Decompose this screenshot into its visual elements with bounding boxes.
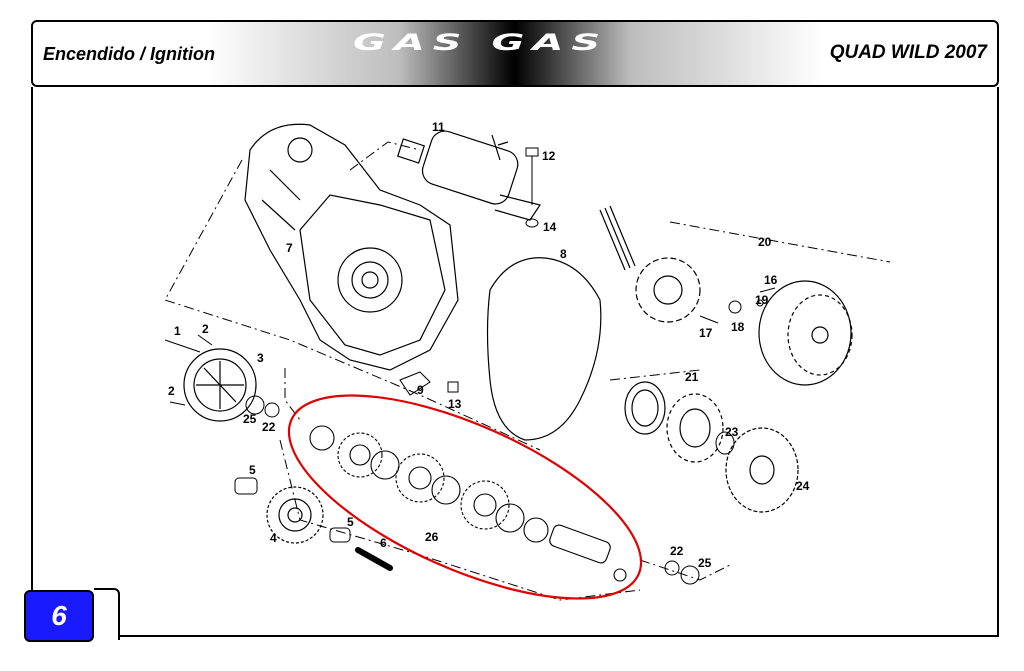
part-25-bearing-left bbox=[245, 395, 265, 415]
label-part-26: 26 bbox=[425, 530, 439, 544]
label-part-9: 9 bbox=[417, 383, 424, 397]
model-title: QUAD WILD 2007 bbox=[829, 42, 987, 63]
frame-corner bbox=[94, 588, 120, 640]
part-4-gear bbox=[266, 486, 324, 544]
diagram-frame bbox=[31, 87, 999, 637]
part-5-bearing-bottom bbox=[329, 527, 351, 543]
part-16-bolt bbox=[759, 287, 776, 293]
part-24-gear bbox=[725, 427, 799, 513]
label-part-13: 13 bbox=[448, 397, 462, 411]
label-part-2-bottom: 2 bbox=[168, 384, 175, 398]
label-part-22-left: 22 bbox=[262, 420, 276, 434]
label-part-4: 4 bbox=[270, 531, 277, 545]
part-22-washer-left bbox=[264, 402, 280, 418]
label-part-21: 21 bbox=[685, 370, 699, 384]
part-2-bolt-top bbox=[197, 334, 213, 346]
part-25-bearing-right bbox=[680, 565, 700, 585]
part-19-key bbox=[756, 299, 764, 307]
part-8-gasket bbox=[486, 257, 602, 441]
part-11-starter-motor bbox=[397, 130, 541, 221]
section-title: Encendido / Ignition bbox=[43, 44, 215, 64]
label-part-12: 12 bbox=[542, 149, 556, 163]
part-7-crankcase-cover bbox=[244, 123, 459, 371]
header-bar: Encendido / Ignition GAS GAS QUAD WILD 2… bbox=[31, 20, 999, 87]
part-21-starter-clutch bbox=[624, 381, 724, 463]
page-number: 6 bbox=[51, 600, 67, 631]
label-part-5-bottom: 5 bbox=[347, 515, 354, 529]
label-part-16: 16 bbox=[764, 273, 778, 287]
label-part-3: 3 bbox=[257, 351, 264, 365]
part-number-labels: 1 2 3 2 25 22 5 4 5 6 26 7 8 9 13 11 12 … bbox=[168, 120, 810, 570]
page-number-badge: 6 bbox=[24, 590, 94, 642]
flywheel-rotor bbox=[758, 280, 853, 386]
brand-text: GAS GAS bbox=[353, 30, 609, 56]
label-part-20: 20 bbox=[758, 235, 772, 249]
part-3-cover bbox=[183, 348, 257, 422]
brand-logo: GAS GAS bbox=[333, 30, 753, 72]
part-22-washer-right bbox=[664, 560, 680, 576]
part-20-stator bbox=[599, 205, 701, 323]
label-part-22-right: 22 bbox=[670, 544, 684, 558]
label-part-24: 24 bbox=[796, 479, 810, 493]
part-9-bracket bbox=[399, 371, 431, 396]
label-part-14: 14 bbox=[543, 220, 557, 234]
part-13-bolt bbox=[447, 381, 459, 393]
label-part-2-top: 2 bbox=[202, 322, 209, 336]
part-6-pin bbox=[355, 547, 393, 571]
label-part-17: 17 bbox=[699, 326, 713, 340]
part-17-bolt bbox=[699, 315, 719, 324]
part-1-bolt bbox=[164, 339, 201, 353]
part-26-gear-stack bbox=[309, 425, 627, 582]
label-part-11: 11 bbox=[432, 120, 445, 134]
label-part-8: 8 bbox=[560, 247, 567, 261]
label-part-25-right: 25 bbox=[698, 556, 712, 570]
part-14-washer bbox=[525, 218, 539, 228]
label-part-1: 1 bbox=[174, 324, 181, 338]
label-part-25-left: 25 bbox=[243, 412, 257, 426]
part-5-bearing-top bbox=[234, 477, 258, 495]
highlight-ellipse bbox=[287, 394, 643, 600]
label-part-19: 19 bbox=[755, 293, 769, 307]
label-part-23: 23 bbox=[725, 425, 739, 439]
label-part-6: 6 bbox=[380, 536, 387, 550]
part-2-bolt-bottom bbox=[169, 401, 186, 406]
label-part-5-top: 5 bbox=[249, 463, 256, 477]
part-18-nut bbox=[728, 300, 742, 314]
label-part-18: 18 bbox=[731, 320, 745, 334]
label-part-7: 7 bbox=[286, 241, 293, 255]
part-12-bolt bbox=[525, 147, 539, 205]
